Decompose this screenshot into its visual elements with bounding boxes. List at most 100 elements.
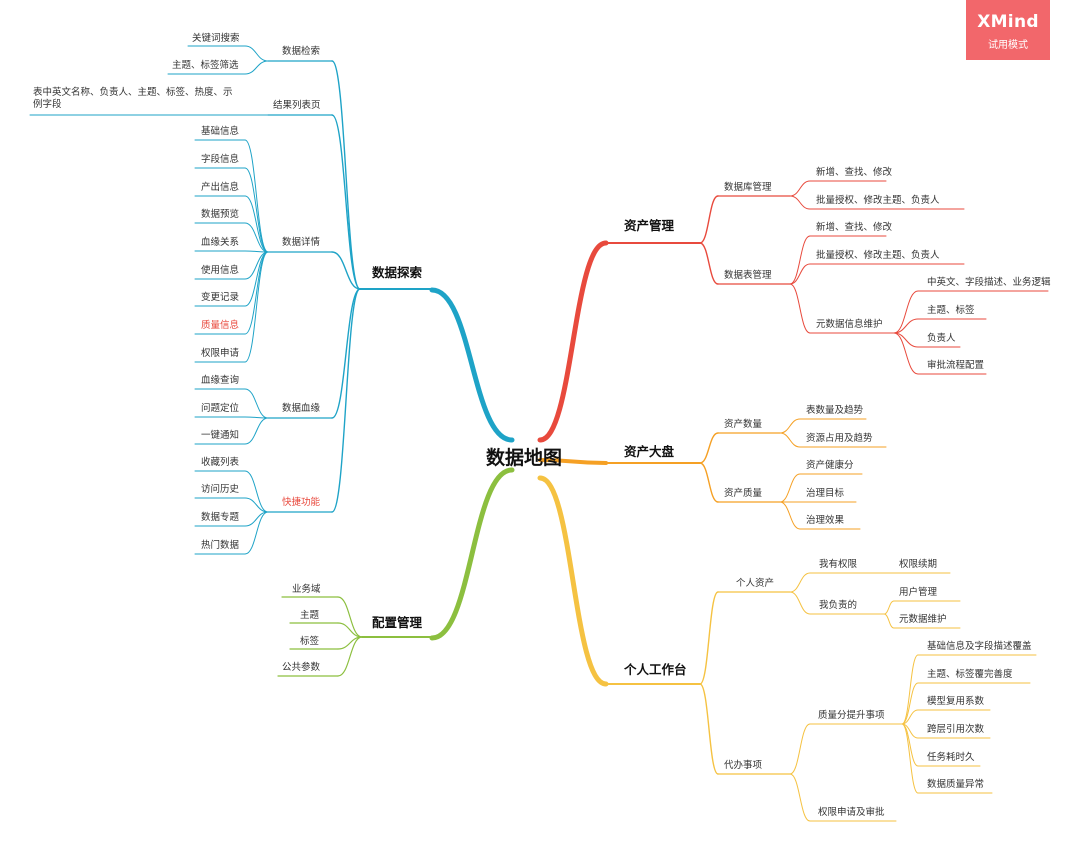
config-connector bbox=[337, 622, 363, 638]
explore-connector bbox=[331, 288, 361, 419]
subtopic-shortcuts[interactable]: 快捷功能 bbox=[282, 497, 321, 508]
topic-config-management[interactable]: 配置管理 bbox=[372, 615, 423, 630]
leaf-cross-layer-refs[interactable]: 跨层引用次数 bbox=[927, 724, 985, 735]
leaf-model-reuse[interactable]: 模型复用系数 bbox=[927, 696, 985, 707]
improve-connector bbox=[901, 682, 919, 725]
detail-connector bbox=[244, 139, 269, 253]
leaf-quality-info[interactable]: 质量信息 bbox=[201, 320, 240, 331]
leaf-history[interactable]: 访问历史 bbox=[201, 484, 240, 495]
todo-connector bbox=[789, 723, 811, 775]
subtopic-personal-assets[interactable]: 个人资产 bbox=[736, 578, 775, 589]
leaf-meta-topic-tag[interactable]: 主题、标签 bbox=[927, 305, 975, 316]
leaf-table-crud[interactable]: 新增、查找、修改 bbox=[816, 222, 893, 233]
leaf-output-info[interactable]: 产出信息 bbox=[201, 182, 240, 193]
leaf-basic-info[interactable]: 基础信息 bbox=[201, 126, 240, 137]
leaf-table-count-trend[interactable]: 表数量及趋势 bbox=[806, 405, 864, 416]
table-connector bbox=[789, 283, 811, 334]
subtopic-data-search[interactable]: 数据检索 bbox=[282, 46, 321, 57]
detail-connector bbox=[244, 251, 269, 363]
branch-workbench-connector bbox=[537, 475, 609, 687]
branch-dashboard-connector bbox=[538, 458, 608, 465]
leaf-business-domain[interactable]: 业务域 bbox=[292, 584, 321, 595]
improve-connector bbox=[901, 654, 919, 725]
topic-asset-dashboard[interactable]: 资产大盘 bbox=[624, 444, 675, 459]
topic-personal-workbench[interactable]: 个人工作台 bbox=[624, 662, 687, 677]
branch-explore-connector bbox=[429, 287, 515, 443]
leaf-data-topics[interactable]: 数据专题 bbox=[201, 512, 240, 523]
leaf-user-management[interactable]: 用户管理 bbox=[899, 587, 938, 598]
leaf-public-params[interactable]: 公共参数 bbox=[282, 662, 321, 673]
root-topic[interactable]: 数据地图 bbox=[486, 447, 563, 469]
subtopic-my-owned[interactable]: 我负责的 bbox=[819, 600, 858, 611]
leaf-governance-effect[interactable]: 治理效果 bbox=[806, 515, 845, 526]
subtopic-metadata-maintenance[interactable]: 元数据信息维护 bbox=[816, 319, 883, 330]
config-connector bbox=[337, 596, 363, 638]
leaf-quality-anomaly[interactable]: 数据质量异常 bbox=[927, 779, 985, 790]
dashboard-connector bbox=[699, 462, 719, 503]
subtopic-todo[interactable]: 代办事项 bbox=[724, 760, 763, 771]
leaf-lineage-query[interactable]: 血缘查询 bbox=[201, 375, 240, 386]
leaf-tag[interactable]: 标签 bbox=[300, 636, 320, 647]
meta-connector bbox=[893, 290, 919, 334]
subtopic-data-detail[interactable]: 数据详情 bbox=[282, 237, 321, 248]
leaf-meta-approval[interactable]: 审批流程配置 bbox=[927, 360, 985, 371]
leaf-db-batch[interactable]: 批量授权、修改主题、负责人 bbox=[816, 195, 940, 206]
search-connector bbox=[244, 45, 269, 62]
leaf-topic-tag-filter[interactable]: 主题、标签筛选 bbox=[172, 60, 239, 71]
leaf-governance-goal[interactable]: 治理目标 bbox=[806, 488, 845, 499]
workbench-connector bbox=[699, 683, 719, 775]
subtopic-asset-quality[interactable]: 资产质量 bbox=[724, 488, 763, 499]
leaf-long-task[interactable]: 任务耗时久 bbox=[927, 752, 975, 763]
leaf-one-click-notify[interactable]: 一键通知 bbox=[201, 430, 240, 441]
subtopic-quality-improve[interactable]: 质量分提升事项 bbox=[818, 710, 885, 721]
leaf-hot-data[interactable]: 热门数据 bbox=[201, 540, 240, 551]
owned-connector bbox=[883, 600, 895, 615]
subtopic-permission-approval[interactable]: 权限申请及审批 bbox=[818, 807, 885, 818]
leaf-db-crud[interactable]: 新增、查找、修改 bbox=[816, 167, 893, 178]
owned-connector bbox=[883, 613, 895, 629]
branch-config-connector bbox=[429, 467, 515, 641]
subtopic-data-lineage[interactable]: 数据血缘 bbox=[282, 403, 321, 414]
leaf-keyword-search[interactable]: 关键词搜索 bbox=[192, 33, 240, 44]
leaf-metadata-maintain[interactable]: 元数据维护 bbox=[899, 614, 947, 625]
leaf-permission-request[interactable]: 权限申请 bbox=[201, 348, 240, 359]
leaf-field-info[interactable]: 字段信息 bbox=[201, 154, 240, 165]
improve-connector bbox=[901, 709, 919, 725]
leaf-favorites[interactable]: 收藏列表 bbox=[201, 457, 240, 468]
detail-connector bbox=[244, 251, 269, 307]
count-connector bbox=[779, 432, 801, 448]
leaf-resource-trend[interactable]: 资源占用及趋势 bbox=[806, 433, 873, 444]
leaf-usage-info[interactable]: 使用信息 bbox=[201, 265, 240, 276]
leaf-basic-coverage[interactable]: 基础信息及字段描述覆盖 bbox=[927, 641, 1032, 652]
subtopic-result-list[interactable]: 结果列表页 bbox=[273, 100, 321, 111]
leaf-lineage-relation[interactable]: 血缘关系 bbox=[201, 237, 240, 248]
config-connector bbox=[337, 636, 363, 677]
personal-connector bbox=[789, 591, 811, 615]
todo-connector bbox=[789, 773, 811, 822]
topic-data-explore[interactable]: 数据探索 bbox=[372, 265, 423, 280]
quality-connector bbox=[779, 501, 801, 530]
leaf-permission-renew[interactable]: 权限续期 bbox=[899, 559, 938, 570]
leaf-topic[interactable]: 主题 bbox=[300, 610, 320, 621]
leaf-meta-desc[interactable]: 中英文、字段描述、业务逻辑 bbox=[927, 277, 1051, 288]
leaf-health-score[interactable]: 资产健康分 bbox=[806, 460, 854, 471]
topic-asset-management[interactable]: 资产管理 bbox=[624, 218, 675, 233]
leaf-data-preview[interactable]: 数据预览 bbox=[201, 209, 240, 220]
leaf-meta-owner[interactable]: 负责人 bbox=[927, 333, 956, 344]
subtopic-my-permissions[interactable]: 我有权限 bbox=[819, 559, 858, 570]
shortcut-connector bbox=[244, 511, 269, 555]
explore-connector bbox=[331, 288, 361, 513]
leaf-topic-tag-completeness[interactable]: 主题、标签覆完善度 bbox=[927, 669, 1013, 680]
leaf-table-batch[interactable]: 批量授权、修改主题、负责人 bbox=[816, 250, 940, 261]
leaf-change-log[interactable]: 变更记录 bbox=[201, 292, 240, 303]
explore-connector bbox=[331, 114, 361, 290]
trial-mode-label: 试用模式 bbox=[988, 40, 1028, 51]
subtopic-asset-count[interactable]: 资产数量 bbox=[724, 419, 763, 430]
subtopic-table-management[interactable]: 数据表管理 bbox=[724, 270, 772, 281]
subtopic-db-management[interactable]: 数据库管理 bbox=[724, 182, 772, 193]
lineage-connector bbox=[244, 388, 269, 419]
leaf-issue-locate[interactable]: 问题定位 bbox=[201, 403, 240, 414]
workbench-connector bbox=[699, 591, 719, 685]
dashboard-connector bbox=[699, 432, 719, 464]
leaf-result-fields[interactable]: 表中英文名称、负责人、主题、标签、热度、示例字段 bbox=[33, 87, 233, 110]
